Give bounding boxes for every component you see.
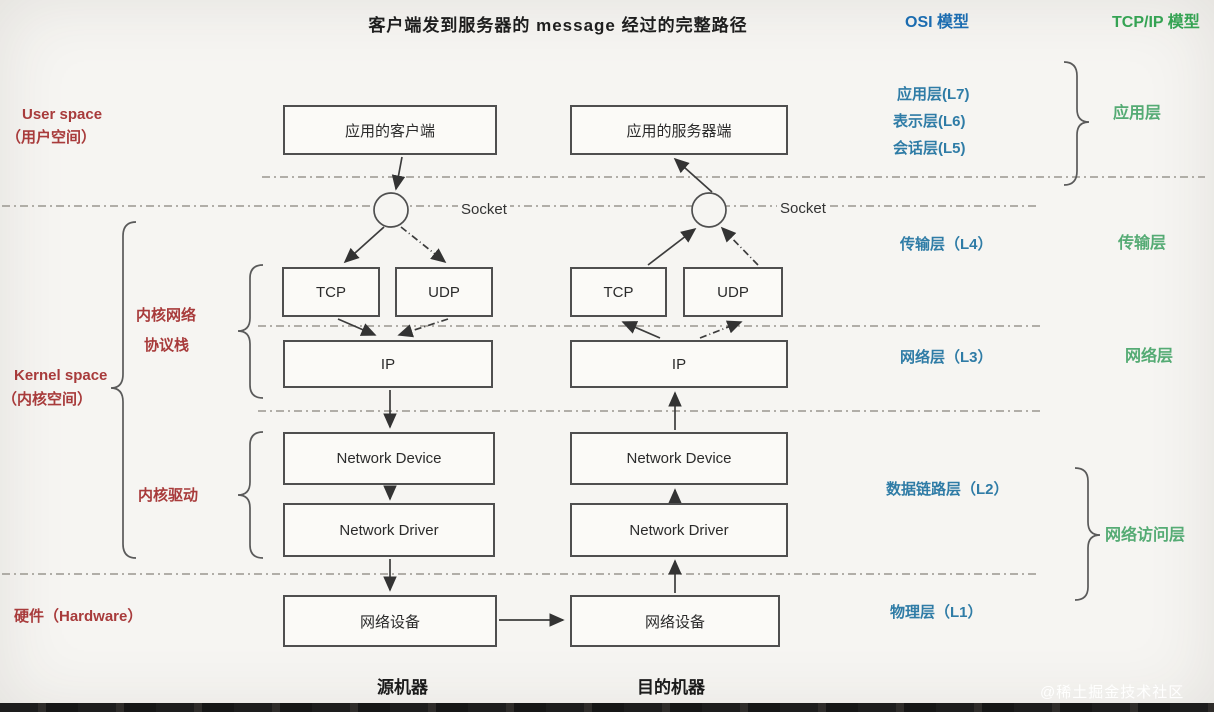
source-ip-box: IP [283, 340, 493, 388]
network-access-group-brace [1074, 467, 1101, 601]
kernel-driver-brace [237, 431, 264, 559]
video-timeline-bar [0, 703, 1214, 712]
dest-network-driver-box: Network Driver [570, 503, 788, 557]
tcpip-layer-application: 应用层 [1113, 105, 1162, 122]
tcpip-layer-network-access: 网络访问层 [1105, 527, 1186, 544]
kernel-net-stack-label-line2: 协议栈 [144, 337, 190, 354]
source-app-box: 应用的客户端 [283, 105, 497, 155]
source-machine-caption: 源机器 [377, 678, 428, 697]
dest-network-device-box: Network Device [570, 432, 788, 485]
kernel-net-stack-label-line1: 内核网络 [136, 307, 197, 324]
osi-model-header: OSI 模型 [905, 14, 970, 31]
osi-layer-l2: 数据链路层（L2） [886, 481, 1009, 498]
source-hardware-box: 网络设备 [283, 595, 497, 647]
osi-layer-l7: 应用层(L7) [897, 86, 970, 103]
kernel-space-brace [110, 221, 137, 559]
tcpip-layer-transport: 传输层 [1118, 235, 1167, 252]
kernel-stack-brace [237, 264, 264, 399]
band-separator-lines [2, 176, 1205, 575]
diagram-title: 客户端发到服务器的 message 经过的完整路径 [368, 16, 748, 35]
dest-machine-caption: 目的机器 [637, 678, 705, 697]
osi-layer-l5: 会话层(L5) [893, 140, 966, 157]
dest-tcp-box: TCP [570, 267, 667, 317]
watermark: @稀土掘金技术社区 [1040, 684, 1185, 701]
source-udp-box: UDP [395, 267, 493, 317]
kernel-driver-label: 内核驱动 [138, 487, 199, 504]
tcpip-layer-network: 网络层 [1125, 348, 1174, 365]
dest-app-box: 应用的服务器端 [570, 105, 788, 155]
tcpip-model-header: TCP/IP 模型 [1112, 14, 1200, 31]
source-tcp-box: TCP [282, 267, 380, 317]
osi-application-group-brace [1063, 61, 1090, 186]
source-flow-arrows [337, 156, 565, 627]
dest-ip-box: IP [570, 340, 788, 388]
source-socket-circle [373, 192, 409, 228]
kernel-space-label-zh: （内核空间） [2, 391, 93, 408]
osi-layer-l3: 网络层（L3） [900, 349, 993, 366]
source-socket-label: Socket [458, 201, 510, 219]
dest-flow-arrows [621, 157, 759, 593]
source-network-device-box: Network Device [283, 432, 495, 485]
osi-layer-l1: 物理层（L1） [890, 604, 983, 621]
user-space-label: User space [22, 106, 103, 123]
dest-hardware-box: 网络设备 [570, 595, 780, 647]
dest-socket-circle [691, 192, 727, 228]
source-network-driver-box: Network Driver [283, 503, 495, 557]
osi-layer-l4: 传输层（L4） [900, 236, 993, 253]
dest-socket-label: Socket [777, 200, 829, 218]
hardware-label: 硬件（Hardware） [14, 608, 143, 625]
kernel-space-label: Kernel space [14, 367, 108, 384]
dest-udp-box: UDP [683, 267, 783, 317]
user-space-label-zh: （用户空间） [6, 129, 97, 146]
osi-layer-l6: 表示层(L6) [893, 113, 966, 130]
